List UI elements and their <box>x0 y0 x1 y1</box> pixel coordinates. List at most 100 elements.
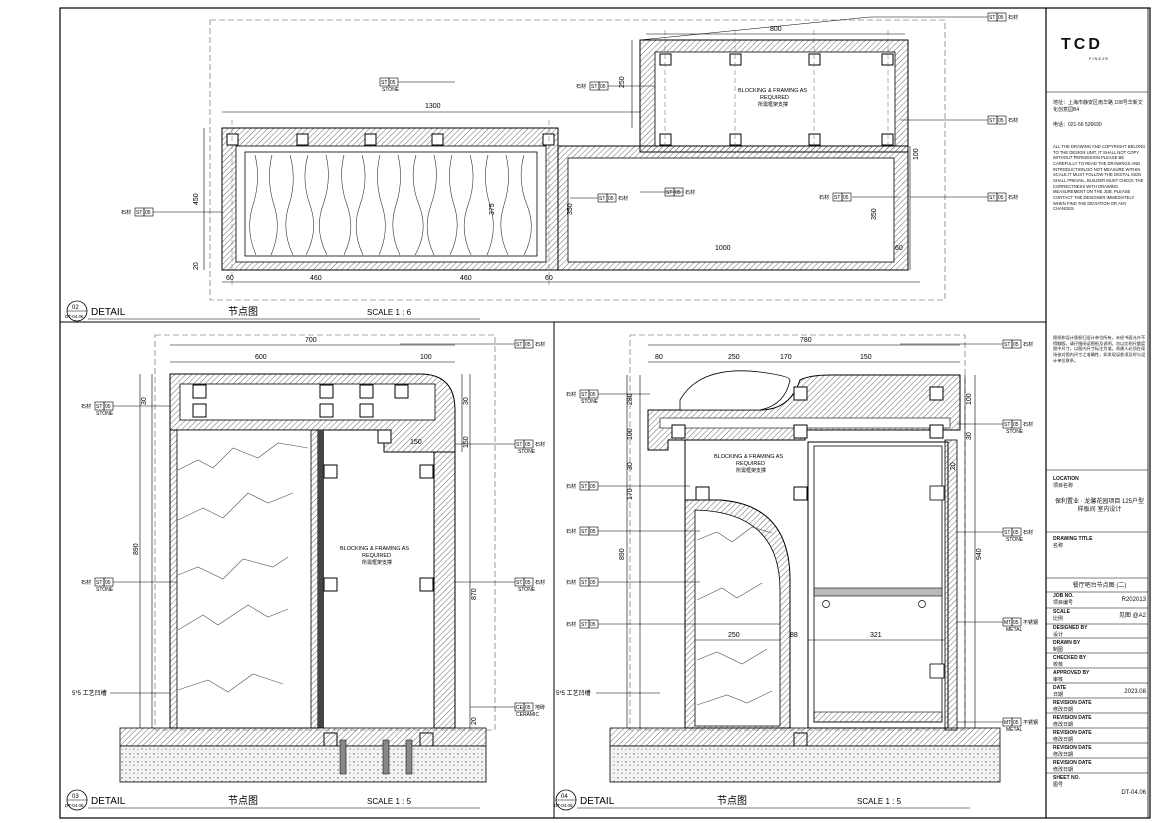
copyright-note: ALL THE DRAWING AND COPYRIGHT BELONG TO … <box>1053 144 1146 212</box>
dim-d03-1: 700 <box>305 337 317 344</box>
svg-text:STONE: STONE <box>1006 429 1024 435</box>
dim-d02-5: 450 <box>193 193 200 205</box>
svg-text:石材: 石材 <box>566 579 576 586</box>
svg-text:石材: 石材 <box>566 391 576 398</box>
svg-text:ST: ST <box>516 580 522 586</box>
field-checked-by: CHECKED BY 校核 <box>1053 655 1087 668</box>
svg-text:ST: ST <box>1004 422 1010 428</box>
dim-d02-11: 1000 <box>715 245 731 252</box>
dim-d04-13: 88 <box>790 632 798 639</box>
dim-d04-8: 30 <box>627 462 634 470</box>
svg-text:石材: 石材 <box>685 189 695 196</box>
detail-03-drawing: 700 600 100 30 150 890 30 150 870 20 BLO… <box>72 334 496 783</box>
field-revision-4: REVISION DATE 修改日期 <box>1053 745 1092 758</box>
dim-d02-14: 350 <box>567 203 574 215</box>
svg-text:石材: 石材 <box>81 579 91 586</box>
svg-text:05: 05 <box>525 342 531 348</box>
svg-text:05: 05 <box>525 580 531 586</box>
dim-d04-9: 170 <box>627 488 634 500</box>
dim-d02-8: 460 <box>310 275 322 282</box>
svg-text:CE: CE <box>516 705 524 711</box>
svg-text:STONE: STONE <box>518 587 536 593</box>
svg-text:05: 05 <box>675 190 681 196</box>
svg-text:石材: 石材 <box>1023 421 1033 428</box>
detail-04-scale: SCALE 1 : 5 <box>857 797 902 806</box>
company-logo-sub: FINEZE <box>1089 56 1110 61</box>
dim-d04-4: 170 <box>780 354 792 361</box>
svg-text:DT-04.06: DT-04.06 <box>554 803 573 808</box>
dim-d04-2: 80 <box>655 354 663 361</box>
field-designed-by: DESIGNED BY 设计 <box>1053 625 1088 638</box>
location-label-cn: 项目名称 <box>1053 483 1074 489</box>
svg-text:CERAMIC: CERAMIC <box>516 712 539 718</box>
svg-text:ST: ST <box>989 195 995 201</box>
dim-d04-7: 100 <box>627 428 634 440</box>
company-logo: TCD <box>1061 36 1103 53</box>
dim-d04-17: 30 <box>966 432 973 440</box>
dim-d04-10: 890 <box>619 548 626 560</box>
svg-text:石材: 石材 <box>1008 194 1018 201</box>
svg-text:05: 05 <box>998 195 1004 201</box>
blocking-note-d02-2: REQUIRED <box>760 95 789 101</box>
field-sheet-no: SHEET NO. 图号 DT-04.06 <box>1053 775 1146 796</box>
svg-text:ST: ST <box>136 210 142 216</box>
svg-text:ST: ST <box>666 190 672 196</box>
dim-d02-1: 800 <box>770 26 782 33</box>
svg-text:石材: 石材 <box>576 83 586 90</box>
dim-d04-11: 250 <box>728 632 740 639</box>
blocking-note-d04-2: REQUIRED <box>736 461 765 467</box>
chinese-note: 图纸和设计版权归设计单位所有，未经书面允许不得翻版。请仔细阅读图纸及说明。勿以比… <box>1053 335 1146 363</box>
field-revision-5: REVISION DATE 修改日期 <box>1053 760 1092 773</box>
dim-d04-6: 280 <box>627 393 634 405</box>
title-block-lines <box>1046 91 1148 774</box>
company-address: 地址：上海市静安区南华路 108号华新文化创意园B4 <box>1053 100 1143 113</box>
detail-02-cn: 节点图 <box>228 306 258 318</box>
dim-d02-12: 60 <box>895 245 903 252</box>
field-approved-by: APPROVED BY 审核 <box>1053 670 1090 683</box>
detail-03-tags: ST 05 石材 石材 ST 05 STONE ST 05 石材 STONE 石… <box>81 339 545 718</box>
dim-d02-10: 60 <box>545 275 553 282</box>
svg-text:石材: 石材 <box>819 194 829 201</box>
blocking-note-d04-cn: 所需框架支撑 <box>736 467 766 474</box>
field-revision-1: REVISION DATE 修改日期 <box>1053 700 1092 713</box>
svg-text:石材: 石材 <box>1023 341 1033 348</box>
detail-02-title: 02 DT-04.06 DETAIL 节点图 SCALE 1 : 6 <box>65 300 480 322</box>
svg-text:MT: MT <box>1004 620 1011 626</box>
field-job-no: JOB NO. 项目编号 R202013 <box>1053 593 1146 606</box>
svg-text:05: 05 <box>525 442 531 448</box>
dim-d04-5: 150 <box>860 354 872 361</box>
svg-text:石材: 石材 <box>535 341 545 348</box>
svg-text:05: 05 <box>590 529 596 535</box>
dim-d02-6: 20 <box>193 262 200 270</box>
svg-text:ST: ST <box>516 342 522 348</box>
drawing-title-value: 餐厅吧台节点图 (二) <box>1072 583 1127 589</box>
svg-text:石材: 石材 <box>81 403 91 410</box>
blocking-note-d03-cn: 所需框架支撑 <box>362 559 392 566</box>
svg-text:05: 05 <box>998 118 1004 124</box>
field-scale: SCALE 比例 见图 @A2 <box>1053 609 1146 622</box>
svg-text:ST: ST <box>834 195 840 201</box>
svg-text:石材: 石材 <box>535 579 545 586</box>
svg-text:05: 05 <box>843 195 849 201</box>
detail-04-drawing: 780 80 250 170 150 280 100 30 170 890 25… <box>556 334 1001 783</box>
svg-text:ST: ST <box>96 580 102 586</box>
detail-04-cn: 节点图 <box>717 795 747 807</box>
svg-text:05: 05 <box>600 84 606 90</box>
svg-text:05: 05 <box>145 210 151 216</box>
svg-text:METAL: METAL <box>1006 627 1023 633</box>
detail-02-drawing: 800 1300 250 100 450 20 60 460 460 60 10… <box>193 19 946 301</box>
detail-03-title: 03 DT-04.06 DETAIL 节点图 SCALE 1 : 5 <box>65 789 480 811</box>
dim-d04-16: 100 <box>966 393 973 405</box>
dim-d03-5: 150 <box>410 439 422 446</box>
svg-text:STONE: STONE <box>382 87 400 93</box>
svg-text:DT-04.06: DT-04.06 <box>65 314 84 319</box>
dim-d04-3: 250 <box>728 354 740 361</box>
dim-d02-15: 350 <box>871 208 878 220</box>
svg-text:ST: ST <box>96 404 102 410</box>
sheet-border <box>59 7 1151 819</box>
svg-text:石材: 石材 <box>618 195 628 202</box>
dim-d04-14: 20 <box>950 462 957 470</box>
svg-text:05: 05 <box>1013 720 1019 726</box>
svg-text:DT-04.06: DT-04.06 <box>65 803 84 808</box>
